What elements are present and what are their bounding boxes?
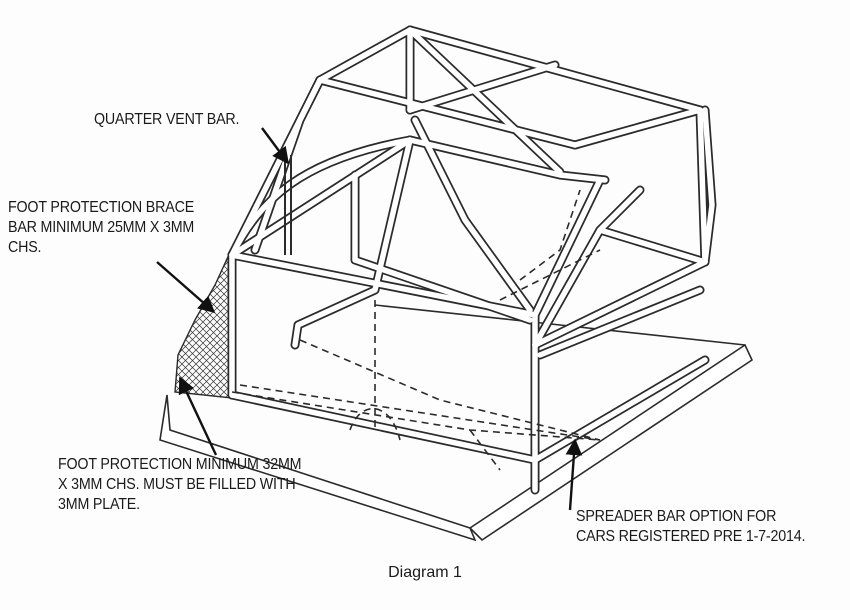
cage-tube-inner bbox=[229, 27, 715, 493]
quarter-vent-bar-label: QUARTER VENT BAR. bbox=[94, 111, 240, 128]
brace-pointer bbox=[156, 261, 216, 314]
spreader-bar-label: SPREADER BAR OPTION FOR CARS REGISTERED … bbox=[576, 508, 806, 545]
quarter-vent-pointer bbox=[261, 127, 290, 165]
floor-rails bbox=[159, 304, 754, 542]
foot-plate-pointer bbox=[178, 376, 218, 456]
quarter-vent-bar-tube bbox=[284, 155, 292, 255]
spreader-bar-dashed bbox=[231, 189, 601, 471]
spreader-pointer bbox=[565, 438, 583, 511]
diagram-caption: Diagram 1 bbox=[388, 564, 462, 581]
pointer-arrows bbox=[156, 127, 583, 511]
hatched-foot-plate bbox=[174, 247, 233, 399]
foot-protection-minimum-label: FOOT PROTECTION MINIMUM 32MM X 3MM CHS. … bbox=[58, 456, 302, 513]
foot-protection-brace-label: FOOT PROTECTION BRACE BAR MINIMUM 25MM X… bbox=[8, 199, 195, 256]
